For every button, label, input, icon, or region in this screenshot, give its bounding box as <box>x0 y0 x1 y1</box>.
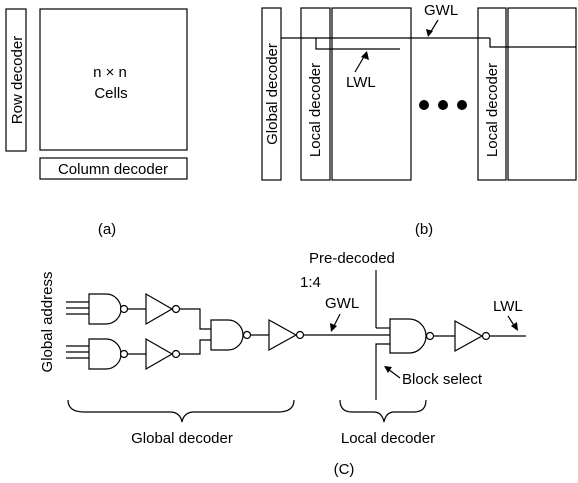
panel-c: Global address <box>39 250 526 478</box>
block-select-arrow <box>387 368 401 379</box>
global-decoder-box <box>261 7 282 181</box>
row-decoder-box <box>5 8 27 152</box>
cells-size-label: n × n <box>93 64 127 81</box>
gwl-label-c: GWL <box>325 295 359 312</box>
lwl-label-c: LWL <box>493 298 523 315</box>
cells-label: Cells <box>94 85 127 102</box>
inverter-1 <box>145 292 181 326</box>
ratio-label: 1:4 <box>300 274 321 291</box>
inverter-local <box>454 319 491 353</box>
block-select-label: Block select <box>402 371 483 388</box>
lwl-arrowhead-b <box>361 51 369 60</box>
local-decoder-brace <box>339 399 427 423</box>
panel-a: Row decoder n × n Cells Column decoder (… <box>5 8 188 238</box>
local-decoder-label-c: Local decoder <box>341 430 435 447</box>
wire-i1-n3 <box>180 308 211 330</box>
panel-b: Global decoder Local decoder Local decod… <box>261 2 577 238</box>
lwl-line-1 <box>315 38 400 50</box>
local-decoder-label-b2: Local decoder <box>484 63 501 157</box>
local-decoder-box-2 <box>477 7 507 181</box>
row-decoder-label: Row decoder <box>9 36 26 124</box>
block-select-line <box>375 343 390 400</box>
nand-gate-3 <box>210 319 252 351</box>
ellipsis-dots <box>419 100 467 110</box>
inverter-2 <box>145 337 181 371</box>
caption-c: (C) <box>334 461 355 478</box>
caption-a: (a) <box>98 221 116 238</box>
lwl-arrowhead-c <box>511 322 518 331</box>
lwl-line-2 <box>489 38 576 48</box>
lwl-label-b: LWL <box>346 74 376 91</box>
nand1-inputs <box>66 301 89 315</box>
nand-gate-2 <box>88 338 129 370</box>
nand-gate-1 <box>88 293 129 325</box>
cell-block-1 <box>331 7 412 181</box>
gwl-arrowhead-b <box>426 29 433 37</box>
column-decoder-box <box>39 157 188 180</box>
global-decoder-label-b: Global decoder <box>264 43 281 145</box>
block-select-arrowhead <box>384 366 392 373</box>
cells-array <box>39 8 188 151</box>
pre-decoded-label: Pre-decoded <box>309 250 395 267</box>
cell-block-2 <box>507 7 577 181</box>
nand2-inputs <box>66 345 89 359</box>
caption-b: (b) <box>415 221 433 238</box>
wire-i2-n3 <box>180 339 211 355</box>
gwl-label-b: GWL <box>424 2 458 19</box>
column-decoder-label: Column decoder <box>58 161 168 178</box>
global-address-label: Global address <box>39 272 56 373</box>
local-decoder-box-1 <box>300 7 331 181</box>
inverter-3 <box>268 318 305 352</box>
local-decoder-label-b1: Local decoder <box>307 63 324 157</box>
global-decoder-label-c: Global decoder <box>131 430 233 447</box>
nand-gate-local <box>389 318 435 354</box>
global-decoder-brace <box>67 399 295 423</box>
gwl-arrowhead-c <box>330 323 337 332</box>
